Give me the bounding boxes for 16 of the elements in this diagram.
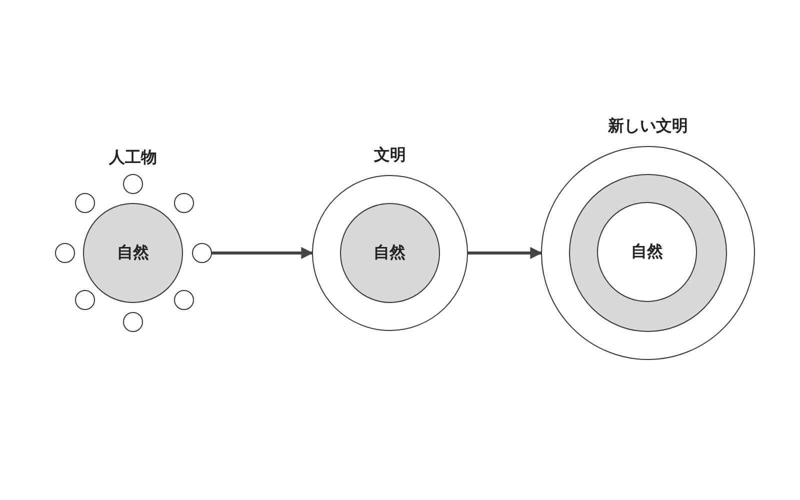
heading: 新しい文明	[608, 116, 688, 137]
circle	[123, 174, 143, 194]
circle-label: 自然	[631, 242, 664, 263]
circle	[123, 312, 143, 332]
heading: 人工物	[109, 148, 157, 168]
arrow	[212, 247, 314, 259]
circle	[174, 193, 194, 213]
arrow	[468, 247, 542, 259]
circle	[55, 243, 75, 263]
circle	[174, 290, 194, 310]
circle-label: 自然	[117, 242, 149, 264]
circle	[75, 290, 95, 310]
circle	[192, 243, 212, 263]
circle-label: 自然	[374, 242, 406, 264]
circle	[75, 193, 95, 213]
heading: 文明	[374, 145, 406, 166]
